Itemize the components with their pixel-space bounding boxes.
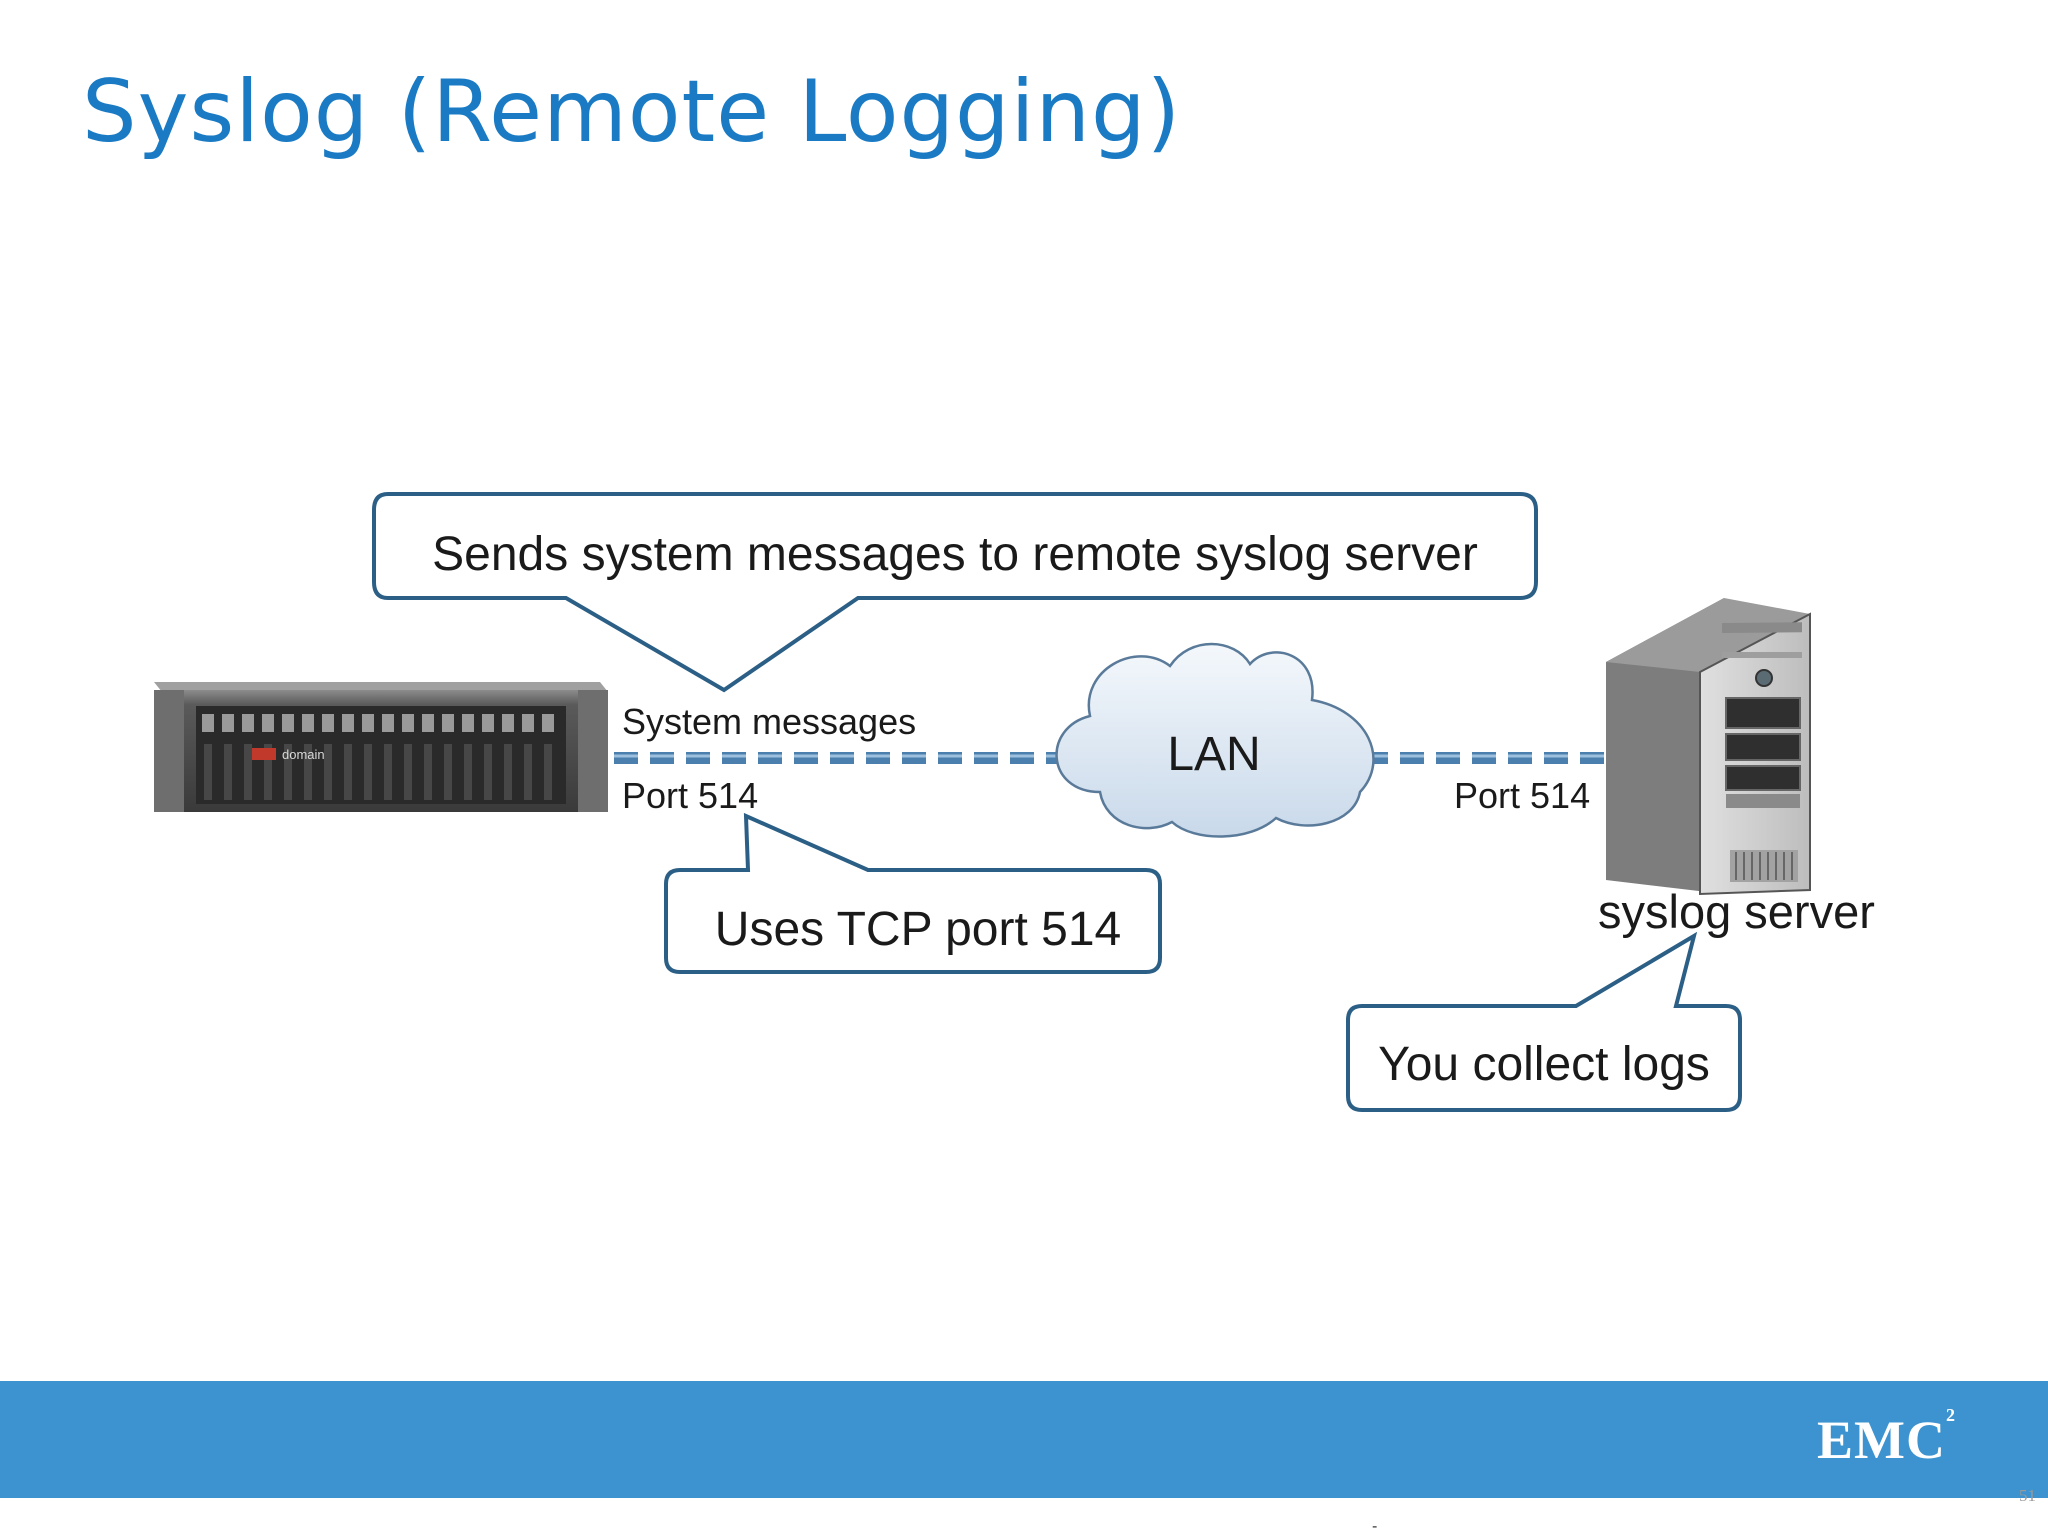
emc-logo: EMC2 bbox=[1817, 1405, 1956, 1471]
logo-text: EMC bbox=[1817, 1410, 1946, 1470]
logo-superscript: 2 bbox=[1946, 1405, 1956, 1425]
callout-tcp-port: Uses TCP port 514 bbox=[664, 812, 1162, 974]
syslog-server-label: syslog server bbox=[1598, 885, 1875, 938]
port-label-left: Port 514 bbox=[622, 775, 758, 816]
cloud-icon: LAN bbox=[1055, 642, 1375, 838]
callout-tcp-port-text: Uses TCP port 514 bbox=[715, 903, 1121, 956]
callout-collect-logs-text: You collect logs bbox=[1378, 1038, 1710, 1091]
storage-brand-label: domain bbox=[282, 747, 325, 762]
callout-sends-messages-text: Sends system messages to remote syslog s… bbox=[432, 528, 1478, 581]
footer-bar: EMC2 bbox=[0, 1381, 2048, 1498]
page-number: 51 bbox=[2019, 1486, 2036, 1505]
network-link-right bbox=[1364, 752, 1606, 764]
port-label-right: Port 514 bbox=[1454, 775, 1590, 816]
callout-collect-logs: You collect logs bbox=[1346, 931, 1742, 1112]
storage-appliance-icon: domain bbox=[154, 682, 608, 812]
tower-server-icon bbox=[1606, 598, 1811, 896]
callout-sends-messages: Sends system messages to remote syslog s… bbox=[372, 492, 1538, 693]
system-messages-label: System messages bbox=[622, 701, 916, 742]
slide-title: Syslog (Remote Logging) bbox=[82, 62, 1182, 162]
cloud-label: LAN bbox=[1167, 728, 1260, 781]
network-link-left bbox=[614, 752, 1062, 764]
footer-mark: - bbox=[1372, 1518, 1378, 1535]
